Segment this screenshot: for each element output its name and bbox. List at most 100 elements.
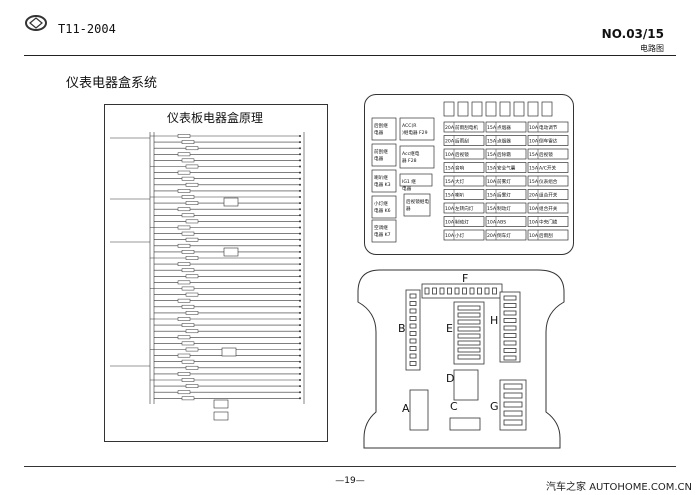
fuse-symbol: [181, 176, 195, 181]
relay-label: 小灯继: [374, 200, 388, 207]
fuse-cell: [443, 216, 485, 227]
fuse-symbol: [181, 250, 195, 254]
relay-box: [371, 195, 397, 219]
terminal-dot: [299, 238, 301, 241]
fuse-name: 后视镜: [455, 151, 469, 158]
fuse-symbol: [185, 219, 199, 224]
relay-label: 后刮继: [374, 122, 388, 129]
pin: [503, 340, 517, 346]
connector-f: [421, 283, 503, 299]
pin: [409, 323, 417, 329]
fuse-cell: [485, 162, 527, 173]
fuse-symbol: [181, 286, 195, 291]
pin: [503, 355, 517, 361]
relay-box: [399, 117, 435, 141]
fuse-name: 前雾灯: [497, 178, 511, 185]
relay-label: 前刮继: [374, 148, 388, 155]
terminal-dot: [299, 293, 301, 296]
relay-label: 电器: [374, 155, 384, 162]
relay-label: 器: [406, 206, 411, 212]
fuse-name: 喇叭: [455, 192, 465, 199]
terminal-dot: [299, 269, 301, 272]
fuse-amp: 15A: [487, 166, 497, 172]
relay-label: 电器: [402, 185, 412, 192]
fuse-amp: 15A: [445, 166, 455, 172]
fuse-name: 小灯: [455, 232, 465, 239]
relay-label: 电器 K7: [374, 231, 391, 238]
fuse-symbol: [181, 304, 195, 309]
fuse-symbol: [177, 335, 191, 340]
fuse-amp: 10A: [445, 152, 455, 158]
terminal-dot: [299, 342, 301, 345]
fuse-amp: 10A: [487, 179, 497, 185]
pin: [409, 301, 417, 306]
fuse-name: 后除霜: [497, 151, 511, 158]
fuse-cell: [527, 189, 569, 200]
relay-label: 电器: [374, 129, 384, 136]
terminal-dot: [299, 147, 301, 150]
pin: [503, 318, 517, 323]
terminal-dot: [299, 385, 301, 388]
fuse-name: 倒车灯: [497, 232, 511, 239]
pin: [439, 287, 445, 295]
terminal-dot: [299, 287, 301, 290]
fuse-symbol: [181, 231, 195, 236]
pin: [503, 295, 517, 301]
spare-slot: [457, 101, 469, 117]
connector-label: F: [462, 272, 468, 285]
fuse-name: 后雨刮: [539, 232, 553, 239]
schematic-drawing: [110, 132, 305, 421]
relay-label: 器 F28: [402, 158, 417, 164]
fuse-name: 中央门锁: [539, 219, 558, 226]
pin: [447, 287, 452, 295]
relay-box: [403, 193, 431, 217]
fuse-cell: [527, 202, 569, 214]
relay-box: [371, 143, 397, 167]
fuse-cell: [527, 216, 569, 227]
fuse-symbol: [185, 201, 199, 205]
fuse-amp: 10A: [445, 206, 455, 212]
pin: [503, 303, 517, 308]
fuse-amp: 15A: [445, 193, 455, 199]
fuse-cell: [527, 121, 569, 133]
terminal-dot: [299, 226, 301, 229]
fuse-cell: [443, 175, 485, 187]
pin: [409, 338, 417, 344]
relay-label: 喇叭继: [374, 174, 388, 181]
pin: [484, 287, 490, 295]
fuse-symbol: [177, 353, 191, 358]
terminal-dot: [299, 214, 301, 217]
relay-box: [371, 219, 397, 243]
fuse-symbol: [177, 317, 191, 321]
relay-label: 电器 K3: [374, 181, 391, 188]
page-number-code: NO.03/15: [601, 27, 664, 41]
fuse-symbol: [181, 158, 195, 163]
spare-slot: [485, 101, 497, 117]
fuse-cell: [443, 135, 485, 146]
fuse-amp: 10A: [487, 220, 497, 226]
pin: [432, 287, 437, 295]
connector-b: [405, 289, 421, 371]
fuse-amp: 15A: [529, 152, 539, 158]
pin: [503, 410, 523, 417]
spare-slot: [513, 101, 525, 117]
fuse-amp: 15A: [487, 193, 497, 199]
relay-box: [399, 145, 435, 169]
fuse-amp: 15A: [487, 206, 497, 212]
terminal-dot: [299, 165, 301, 168]
pin: [424, 287, 430, 295]
fuse-symbol: [177, 280, 191, 285]
fuse-cell: [485, 229, 527, 241]
fuse-name: 倒车雷达: [539, 138, 558, 145]
pin: [457, 305, 481, 311]
fuse-symbol: [181, 140, 195, 144]
fuse-symbol: [185, 146, 199, 151]
fuse-amp: 10A: [529, 139, 539, 145]
fuse-name: 制动灯: [497, 205, 511, 212]
connector-label: A: [402, 402, 410, 415]
fuse-cell: [443, 202, 485, 214]
pin: [409, 361, 417, 366]
fuse-symbol: [181, 378, 195, 382]
section-title: 仪表电器盒系统: [66, 76, 158, 91]
terminal-dot: [299, 348, 301, 351]
